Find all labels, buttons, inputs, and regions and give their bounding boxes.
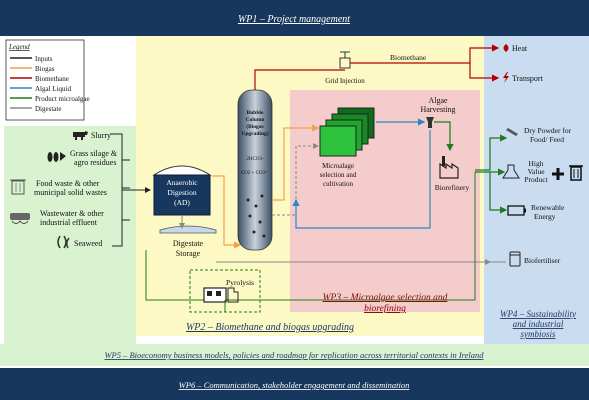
fertiliser-bag-icon <box>509 251 521 267</box>
input-food-line1: Food waste & other <box>36 179 100 188</box>
input-waste-line2: industrial effluent <box>40 218 98 227</box>
grid-injection-label: Grid Injection <box>325 77 365 85</box>
microalgae-panels <box>319 107 375 157</box>
legend-item-product-microalgae: Product microalgae <box>35 95 90 103</box>
microalgae-line1: Microalage <box>322 162 354 170</box>
bubble-column-reaction1: 2HCO3- <box>246 157 264 162</box>
bubble-column-line4: Upgrading) <box>241 130 268 137</box>
bubble-column-line3: (Biogas <box>246 123 263 130</box>
wp4-label-line2: and industrial <box>513 319 564 329</box>
ad-label-line3: (AD) <box>174 198 190 207</box>
input-food-line2: municipal solid wastes <box>34 188 107 197</box>
output-dry-line1: Dry Powder for <box>524 126 572 135</box>
lightning-icon <box>503 72 509 83</box>
trash-icon <box>569 165 583 181</box>
wp1-label: WP1 – Project management <box>238 14 350 25</box>
legend-title: Legend <box>8 43 30 51</box>
wp4-label-line3: symbiosis <box>520 329 556 339</box>
factory-icon <box>439 156 459 179</box>
flask-icon <box>502 164 520 179</box>
powder-icon <box>506 128 518 136</box>
output-re-line2: Energy <box>534 212 556 221</box>
legend: Legend Inputs Biogas Biomethane Algal Li… <box>5 39 90 121</box>
wp3-label-line1: WP3 – Microalgae selection and <box>323 293 448 303</box>
algae-harvesting-line1: Algae <box>428 96 448 105</box>
pyrolysis-label: Pyrolysis <box>226 278 254 287</box>
wp5-band <box>0 344 589 366</box>
ad-label-line2: Digestion <box>167 188 196 197</box>
wp2-label: WP2 – Biomethane and biogas upgrading <box>186 322 354 333</box>
digestate-storage: Digestate Storage <box>159 225 217 258</box>
input-seaweed: Seaweed <box>74 239 102 248</box>
wp3-label-line2: biorefining <box>364 303 406 314</box>
bubble-column: Bubble Column (Biogas Upgrading) 2HCO3- … <box>237 89 273 251</box>
inputs-panel: Slurry Grass silage & agro residues Food… <box>10 131 151 249</box>
pyrolysis-icon <box>203 287 239 303</box>
input-grass-line1: Grass silage & <box>70 149 118 158</box>
output-hv-line1: High <box>529 159 544 168</box>
battery-icon <box>507 205 526 216</box>
wp4-zone <box>484 36 589 344</box>
cow-icon <box>73 131 88 140</box>
output-re-line1: Renewable <box>531 203 565 212</box>
biomethane-label: Biomethane <box>390 53 427 62</box>
plus-icon <box>552 168 564 180</box>
input-waste-line1: Wastewater & other <box>40 209 104 218</box>
wp1-band <box>0 0 589 36</box>
digestate-storage-line2: Storage <box>176 249 201 258</box>
wp3-zone <box>290 90 480 312</box>
bubble-column-line2: Column <box>246 117 265 123</box>
output-dry-line2: Food/ Feed <box>530 135 564 144</box>
wp6-label: WP6 – Communication, stakeholder engagem… <box>179 380 410 390</box>
wp6-band <box>0 368 589 400</box>
seaweed-icon <box>57 235 70 249</box>
input-slurry: Slurry <box>91 131 111 140</box>
legend-item-inputs: Inputs <box>35 55 53 63</box>
microalgae-line2: selection and <box>320 171 357 179</box>
microalgae-line3: cultivation <box>323 180 353 188</box>
biorefinery-label: Biorefinery <box>435 183 470 192</box>
legend-item-biomethane: Biomethane <box>35 75 69 83</box>
input-grass-line2: agro residues <box>74 158 116 167</box>
output-hv-line3: Product <box>524 175 548 184</box>
legend-item-algal-liquid: Algal Liquid <box>35 85 71 93</box>
bubble-column-reaction2: CO2 + CO3²⁻ <box>241 170 270 176</box>
wp5-label: WP5 – Bioeconomy business models, polici… <box>104 350 484 360</box>
ad-label-line1: Anaerobic <box>166 178 198 187</box>
wp4-label-line1: WP4 – Sustainability <box>500 309 576 319</box>
bin-icon <box>10 179 26 195</box>
pipe-icon <box>10 213 30 224</box>
digestate-storage-line1: Digestate <box>173 239 204 248</box>
wheat-icon <box>47 152 66 162</box>
output-hv-line2: Value <box>527 167 545 176</box>
ad-tank: Anaerobic Digestion (AD) <box>152 165 212 216</box>
legend-item-digestate: Digestate <box>35 105 61 113</box>
output-heat: Heat <box>512 44 528 53</box>
legend-item-biogas: Biogas <box>35 65 55 73</box>
harvest-valve-icon <box>426 117 434 128</box>
output-biofertiliser: Biofertiliser <box>524 256 561 265</box>
bubble-column-line1: Bubble <box>247 110 264 116</box>
flame-icon <box>503 44 509 52</box>
output-transport: Transport <box>512 74 544 83</box>
algae-harvesting-line2: Harvesting <box>420 105 455 114</box>
pyrolysis-box: Pyrolysis <box>189 269 261 313</box>
wp5-zone-left <box>4 126 136 344</box>
